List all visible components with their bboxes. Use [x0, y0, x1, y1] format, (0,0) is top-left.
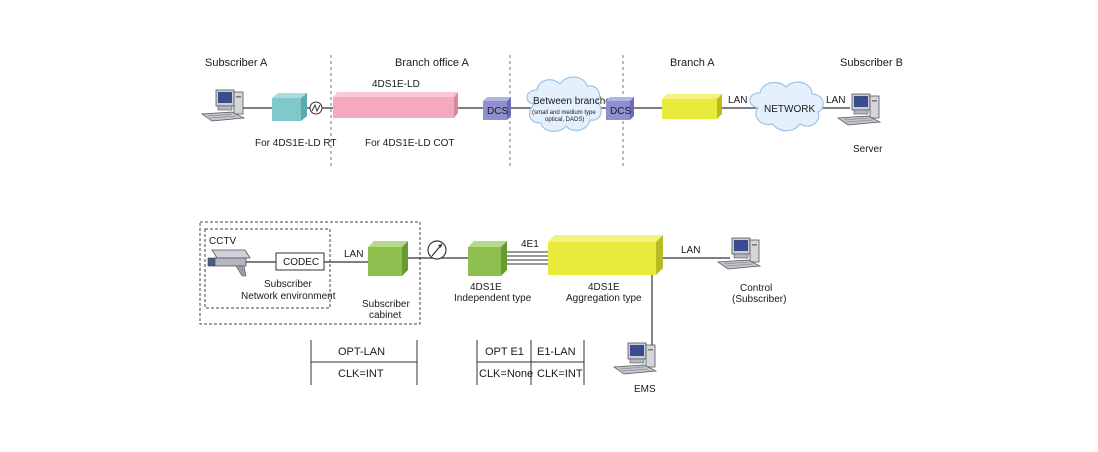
bottom-diagram: CCTV CODEC LAN Subscriber Network enviro…: [199, 221, 786, 395]
rt-label: For 4DS1E-LD RT: [255, 138, 337, 149]
svg-text:CLK=INT: CLK=INT: [338, 368, 384, 380]
network-cloud-icon: NETWORK: [749, 81, 824, 132]
rt-device: [272, 93, 307, 121]
dcs-right: DCS: [606, 97, 634, 120]
device-title: 4DS1E-LD: [372, 79, 420, 90]
control-label-1: Control: [740, 283, 772, 294]
svg-text:DCS: DCS: [610, 106, 631, 117]
server-label: Server: [853, 144, 883, 155]
computer-icon: [613, 342, 657, 375]
e1-label: 4E1: [521, 239, 539, 250]
svg-text:(small and medium type: (small and medium type: [532, 110, 596, 116]
cabinet-label-1: Subscriber: [362, 299, 410, 310]
lan-label-1: LAN: [728, 95, 747, 106]
lan-label-2: LAN: [826, 95, 845, 106]
subscriber-env-2: Network environment: [241, 291, 336, 302]
outer-dashed-box: [199, 221, 421, 325]
svg-text:E1-LAN: E1-LAN: [537, 346, 576, 358]
svg-text:CLK=INT: CLK=INT: [537, 368, 583, 380]
header-subscriber-a: Subscriber A: [205, 57, 268, 69]
cctv-camera-icon: [207, 249, 251, 277]
computer-icon: [201, 89, 245, 122]
table-e1: OPT E1 CLK=None E1-LAN CLK=INT: [476, 340, 585, 385]
svg-text:OPT-LAN: OPT-LAN: [338, 346, 385, 358]
svg-text:DCS: DCS: [487, 106, 508, 117]
ems-label: EMS: [634, 384, 656, 395]
svg-text:OPT E1: OPT E1: [485, 346, 524, 358]
modem-icon: [309, 101, 323, 115]
svg-text:Between branches: Between branches: [533, 96, 616, 107]
independent-label-1: 4DS1E: [470, 282, 502, 293]
computer-icon: [717, 237, 761, 270]
meter-icon: [427, 240, 447, 260]
aggregation-label-2: Aggregation type: [566, 293, 642, 304]
dcs-left: DCS: [483, 97, 511, 120]
lan-right-label: LAN: [681, 245, 700, 256]
subscriber-env-1: Subscriber: [264, 279, 312, 290]
independent-label-2: Independent type: [454, 293, 532, 304]
svg-text:CLK=None: CLK=None: [479, 368, 533, 380]
independent-device: [468, 241, 507, 276]
cloud-icon: Between branches (small and medium type …: [526, 76, 616, 132]
cot-label: For 4DS1E-LD COT: [365, 138, 454, 149]
top-diagram: Subscriber A Branch office A Branch A Su…: [201, 55, 903, 168]
control-label-2: (Subscriber): [732, 294, 786, 305]
table-opt-lan: OPT-LAN CLK=INT: [310, 340, 418, 385]
header-branch-office-a: Branch office A: [395, 57, 469, 69]
aggregation-device: [548, 235, 663, 275]
header-branch-a: Branch A: [670, 57, 715, 69]
cot-device: [333, 92, 458, 118]
lan-left-label: LAN: [344, 249, 363, 260]
subscriber-cabinet-device: [368, 241, 408, 276]
svg-text:optical, DADS): optical, DADS): [545, 117, 584, 123]
inner-dashed-box: [204, 228, 331, 309]
aggregation-label-1: 4DS1E: [588, 282, 620, 293]
branch-device: [662, 94, 722, 119]
header-subscriber-b: Subscriber B: [840, 57, 903, 69]
cctv-label: CCTV: [209, 236, 237, 247]
cabinet-label-2: cabinet: [369, 310, 401, 321]
svg-text:NETWORK: NETWORK: [764, 104, 815, 115]
codec-label: CODEC: [283, 257, 319, 268]
